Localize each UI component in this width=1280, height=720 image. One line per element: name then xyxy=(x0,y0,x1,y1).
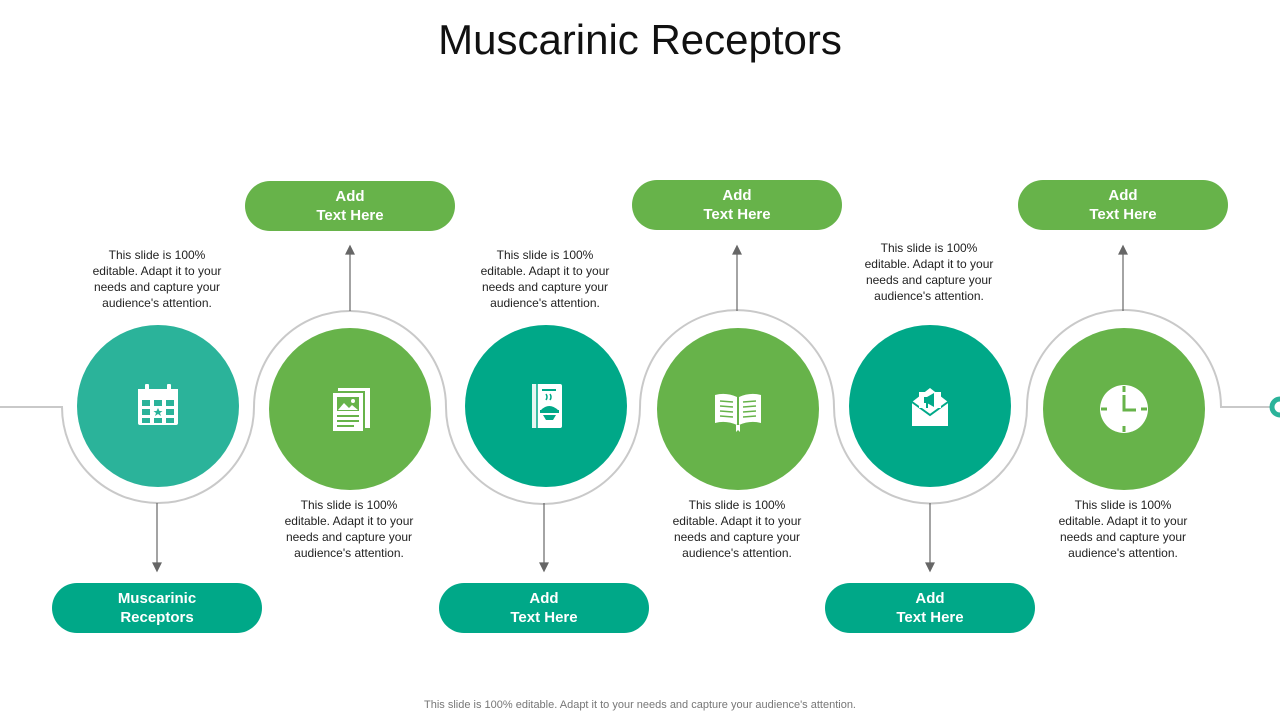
clock-icon xyxy=(1100,385,1148,433)
stage-1-description: This slide is 100%editable. Adapt it to … xyxy=(92,248,222,310)
stage-2-description: This slide is 100%editable. Adapt it to … xyxy=(284,498,414,560)
stage-6-circle xyxy=(1043,328,1205,490)
stage-3-description: This slide is 100%editable. Adapt it to … xyxy=(480,248,610,310)
cookbook-icon xyxy=(532,384,562,428)
calendar-icon xyxy=(138,384,178,425)
open-book-icon xyxy=(715,393,761,432)
newspaper-icon xyxy=(331,388,370,433)
stage-1-circle xyxy=(77,325,239,487)
stage-2-circle xyxy=(269,328,431,490)
stage-5-circle xyxy=(849,325,1011,487)
footer-note: This slide is 100% editable. Adapt it to… xyxy=(424,699,856,711)
connector-end-dot xyxy=(1269,396,1280,418)
slide-title: Muscarinic Receptors xyxy=(438,16,842,63)
stage-6-description: This slide is 100%editable. Adapt it to … xyxy=(1058,498,1188,560)
announcement-mail-icon xyxy=(911,388,949,426)
stage-4-description: This slide is 100%editable. Adapt it to … xyxy=(672,498,802,560)
stage-3-circle xyxy=(465,325,627,487)
stage-5-description: This slide is 100%editable. Adapt it to … xyxy=(864,241,994,303)
stage-4-circle xyxy=(657,328,819,490)
